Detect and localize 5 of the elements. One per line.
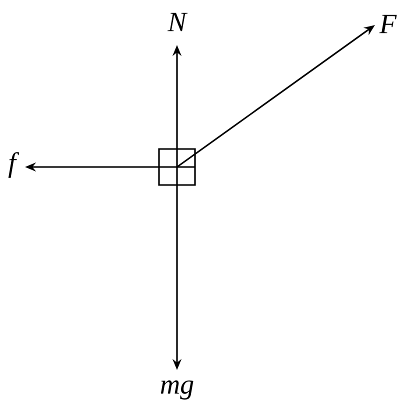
force-label: N bbox=[167, 12, 188, 32]
force-label: F bbox=[379, 14, 397, 34]
force-label: mg bbox=[160, 380, 194, 400]
force-label: f bbox=[8, 152, 20, 178]
block-box bbox=[158, 148, 196, 186]
